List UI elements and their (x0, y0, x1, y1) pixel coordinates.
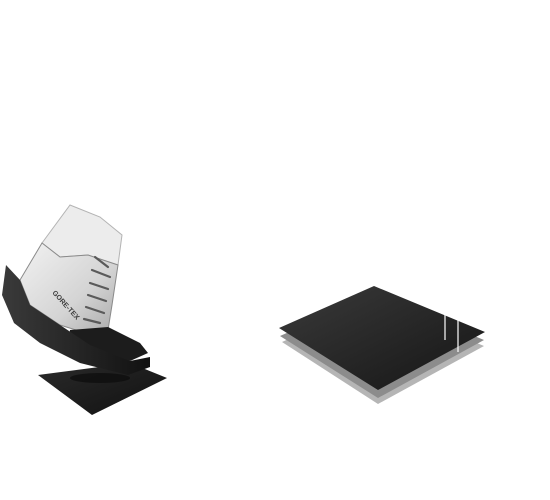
material-top-layer (279, 286, 485, 390)
stand-shadow (70, 373, 130, 383)
boot-base-plate (38, 363, 167, 415)
boot-sole (2, 265, 150, 375)
boot-svg: GORE-TEX (2, 204, 167, 415)
material-svg (279, 286, 485, 404)
boot-illustration: GORE-TEX (0, 195, 180, 425)
material-sample-illustration (270, 280, 500, 415)
boot-laces (82, 255, 112, 325)
